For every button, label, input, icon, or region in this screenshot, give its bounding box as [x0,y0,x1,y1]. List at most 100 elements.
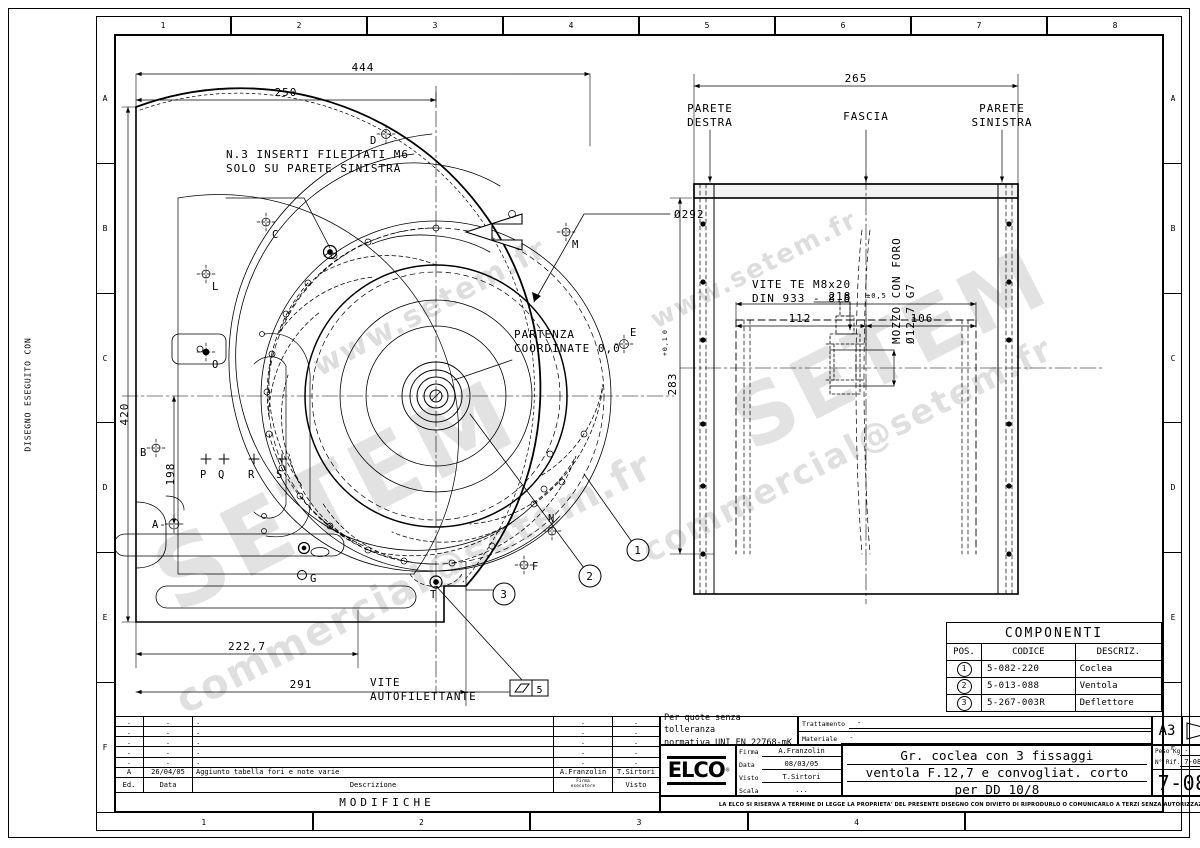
dim-420: 420 [118,403,131,426]
dim-218: 218 [829,290,852,303]
dim-112: 112 [789,312,812,325]
zone-strip-bottom: 1 2 3 4 [96,813,1182,831]
zone-right-d: D [1164,423,1182,554]
visto-value[interactable]: T.Sirtori [762,773,841,783]
zone-left-b: B [96,164,114,294]
components-header-desc: DESCRIZ. [1074,643,1163,661]
dim-222-7: 222,7 [228,640,266,653]
label-hole-E: E [630,327,637,339]
material-value[interactable]: - [841,734,1151,744]
dim-444: 444 [352,61,375,74]
weight-reference-block: Peso Kg - N° Rif. 7-082-103 7-082-123 [1152,745,1200,796]
zone-right-c: C [1164,294,1182,424]
mod-row-5-firma: . [553,756,613,768]
drawing-area: 444 250 420 198 222,7 291 Ø292 N.3 INSER… [114,34,1164,813]
zone-top-1: 1 [96,16,231,34]
sheet-format: A3 [1152,716,1182,745]
components-row-3-pos: 3 [946,694,982,712]
dim-106: 106 [911,312,934,325]
components-table: COMPONENTI POS. CODICE DESCRIZ. 1 5-082-… [946,622,1163,712]
firma-value[interactable]: A.Franzolin [762,747,841,758]
dim-283: 283 [666,373,679,396]
label-wall-left-2: SINISTRA [972,116,1033,129]
title-block: . . . . . . . . . . . . . . . . [114,713,1200,814]
label-hole-M: M [572,239,579,251]
mod-row-4-data: . [143,746,193,758]
components-header-pos: POS. [946,643,982,661]
hole-G [297,570,307,580]
mod-row-1-ed: . [114,715,144,728]
reference-value[interactable]: 7-082-103 [1180,758,1200,767]
zone-left-a: A [96,34,114,164]
zone-bottom-2: 2 [312,813,531,831]
mod-header-data: Data [143,776,193,793]
table-row: A 26/04/05 Aggiunto tabella fori e note … [114,766,660,778]
zone-bottom-3: 3 [530,813,748,831]
flatness-value: 5 [536,685,543,696]
treatment-block: Trattamento - Materiale - [798,716,1152,745]
material-row: Materiale - [799,732,1151,747]
label-hole-O: O [212,359,219,371]
treatment-value[interactable]: - [849,719,1151,729]
scala-label: Scala [739,786,759,795]
hole-T [429,575,443,589]
components-row-2-desc: Ventola [1074,677,1163,695]
zone-top-8: 8 [1047,16,1182,34]
mod-row-6-data: 26/04/05 [143,766,193,778]
label-hole-F: F [532,561,539,573]
scala-value[interactable]: ... [762,786,841,796]
hole-E [614,334,634,354]
zone-top-5: 5 [639,16,775,34]
hole-C [256,212,276,232]
components-row-3-code: 5-267-003R [981,694,1076,712]
mod-row-6-desc: Aggiunto tabella fori e note varie [192,766,554,778]
dim-250: 250 [275,86,298,99]
weight-value[interactable]: - [1180,747,1200,756]
zone-top-7: 7 [911,16,1047,34]
mod-row-4-ed: . [114,746,144,758]
dim-283-tol-up: +0,1 [661,336,669,356]
zone-left-e: E [96,553,114,684]
zone-top-2: 2 [231,16,367,34]
components-row-1-code: 5-082-220 [981,660,1076,678]
mod-row-3-desc: . [192,736,554,748]
paper-edge [8,8,1190,838]
firma-row: Firma A.Franzolin [737,746,841,759]
note-screw-right-2: DIN 933 - 8.8 [752,292,851,305]
drawing-description: Gr. coclea con 3 fissaggi ventola F.12,7… [842,745,1152,797]
weight-label: Peso Kg [1155,748,1181,755]
zone-left-c: C [96,294,114,424]
note-hub-2: Ø12,7 G7 [904,283,917,344]
data-value[interactable]: 08/03/05 [762,760,841,771]
zone-left-d: D [96,423,114,554]
tolerance-note: Per quote senza tolleranza normativa UNI… [660,713,798,748]
note-screw-line2: AUTOFILETTANTE [370,690,477,703]
reference-label: N° Rif. [1155,759,1181,766]
dim-198: 198 [164,463,177,486]
mod-row-2-ed: . [114,726,144,738]
mod-header-desc: Descrizione [192,776,554,793]
label-wall-right-1: PARETE [687,102,733,115]
mod-row-6-visto: T.Sirtori [612,766,660,778]
dim-283-tol-lo: 0 [661,329,669,334]
table-row: 1 5-082-220 Coclea [946,660,1163,678]
label-hole-C: C [272,229,279,241]
mod-row-2-desc: . [192,726,554,738]
projection-symbol [1182,716,1200,745]
zone-strip-right: A B C D E F [1164,34,1182,813]
mod-row-3-visto: . [612,736,660,748]
label-hole-S: S [276,469,283,481]
components-row-3-desc: Deflettore [1074,694,1163,712]
components-header-code: CODICE [981,643,1076,661]
zone-left-f: F [96,683,114,813]
label-hole-P: P [200,469,207,481]
zone-bottom-1: 1 [96,813,313,831]
zone-bottom-blank [965,813,1182,831]
right-view-dimensions [669,73,1019,555]
zone-top-4: 4 [503,16,639,34]
mod-row-6-firma: A.Franzolin [553,766,613,778]
modifications-title: MODIFICHE [114,791,660,814]
dim-291: 291 [290,678,313,691]
